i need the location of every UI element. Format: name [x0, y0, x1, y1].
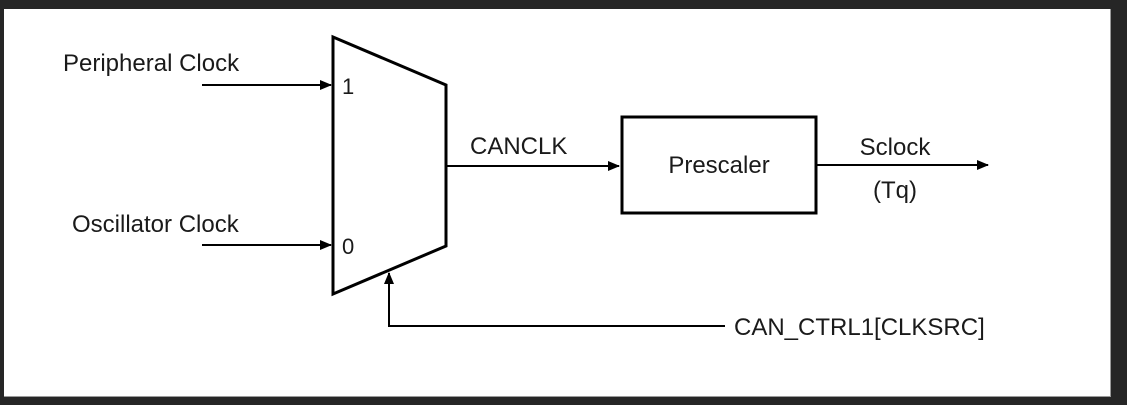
prescaler-label: Prescaler	[668, 152, 769, 179]
clksrc-select-line	[384, 272, 725, 327]
oscillator-clock-label: Oscillator Clock	[72, 211, 240, 238]
peripheral-clock-label: Peripheral Clock	[63, 50, 240, 77]
canclk-label: CANCLK	[470, 133, 567, 160]
diagram-canvas	[4, 9, 1111, 397]
sclock-label: Sclock	[860, 134, 932, 161]
mux-input-0-label: 0	[342, 234, 354, 259]
multiplexer	[331, 34, 448, 297]
mux-input-1-label: 1	[342, 74, 354, 99]
clksrc-label: CAN_CTRL1[CLKSRC]	[734, 314, 985, 341]
prescaler-block	[620, 115, 818, 215]
sclock-unit-label: (Tq)	[873, 177, 917, 204]
